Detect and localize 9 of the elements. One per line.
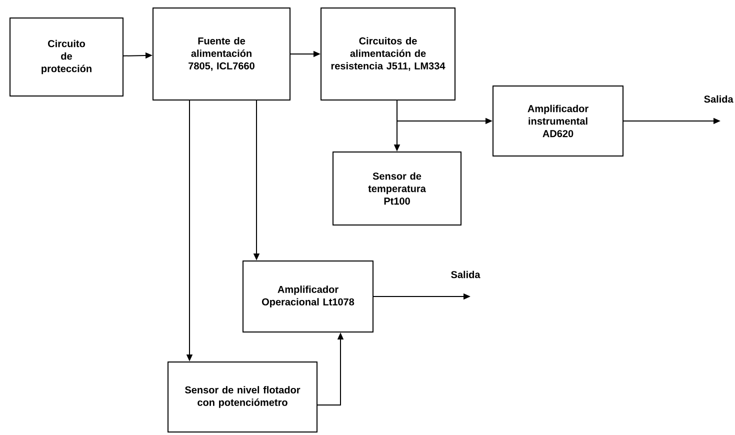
edge-label: Salida [704,95,734,103]
block-box: Fuente de alimentación 7805, ICL7660 [152,8,290,100]
block-box: Circuitos de alimentación de resistencia J511, LM334 [320,8,456,100]
block-box: Sensor de nivel flotador con potenciómetro [168,362,318,432]
block-box: Sensor de temperatura Pt100 [332,152,462,226]
edge-label: Salida [451,270,480,278]
block-box: Amplificador Operacional Lt1078 [242,260,374,332]
block-box: Circuito de protección [10,18,124,96]
block-box: Amplificador instrumental AD620 [492,86,624,156]
